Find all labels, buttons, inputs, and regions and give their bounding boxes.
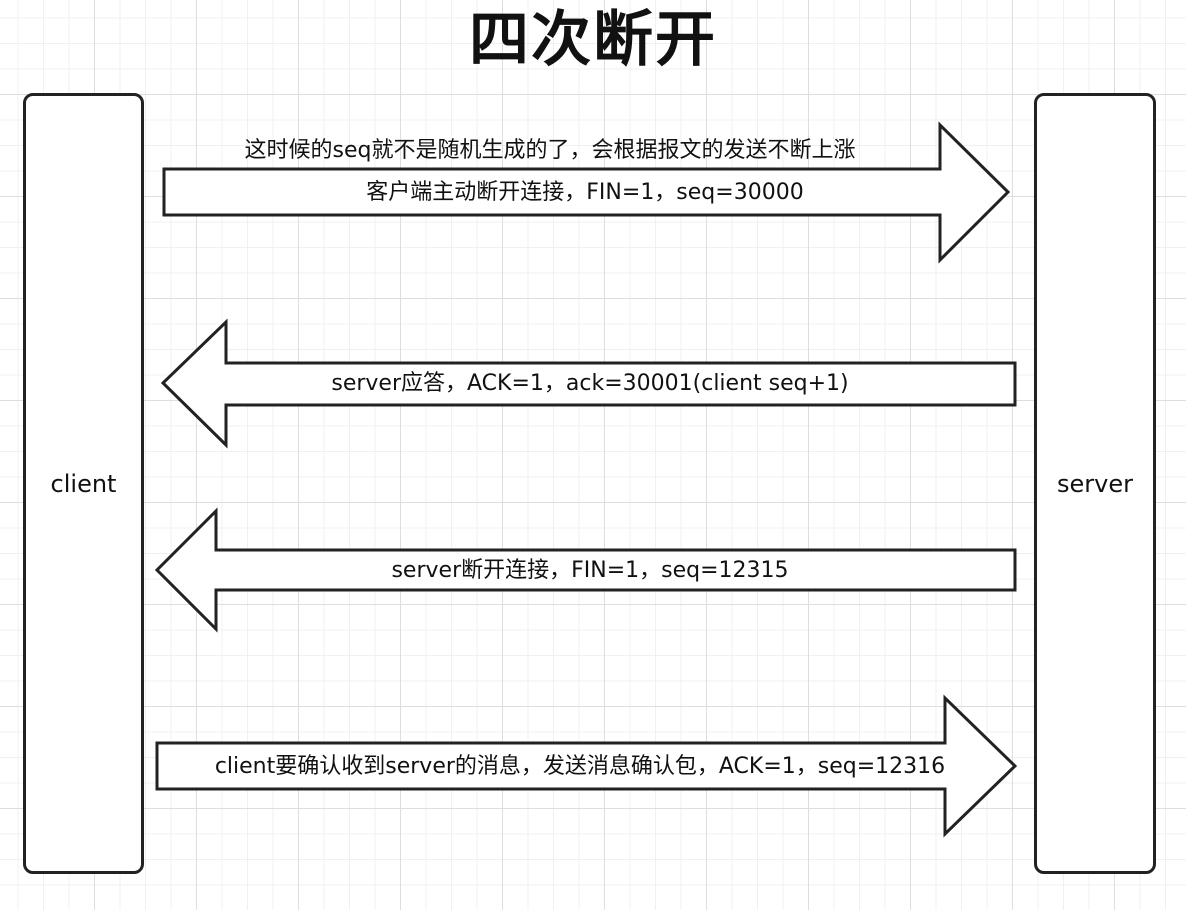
message-label-ack-server: server应答，ACK=1，ack=30001(client seq+1) [331,371,849,396]
client-box: client [23,93,144,874]
seq-note: 这时候的seq就不是随机生成的了，会根据报文的发送不断上涨 [244,138,856,163]
message-label-fin-server: server断开连接，FIN=1，seq=12315 [391,558,789,583]
server-box: server [1034,93,1156,874]
arrow-fin-server [154,507,1017,633]
arrow-ack-server [160,318,1017,449]
client-label: client [50,469,117,498]
page-title: 四次断开 [469,5,717,75]
arrow-ack-client [155,694,1018,838]
server-label: server [1057,469,1133,498]
message-label-fin-client: 客户端主动断开连接，FIN=1，seq=30000 [366,180,804,205]
message-label-ack-client: client要确认收到server的消息，发送消息确认包，ACK=1，seq=1… [214,754,946,779]
arrow-fin-client [162,121,1011,264]
